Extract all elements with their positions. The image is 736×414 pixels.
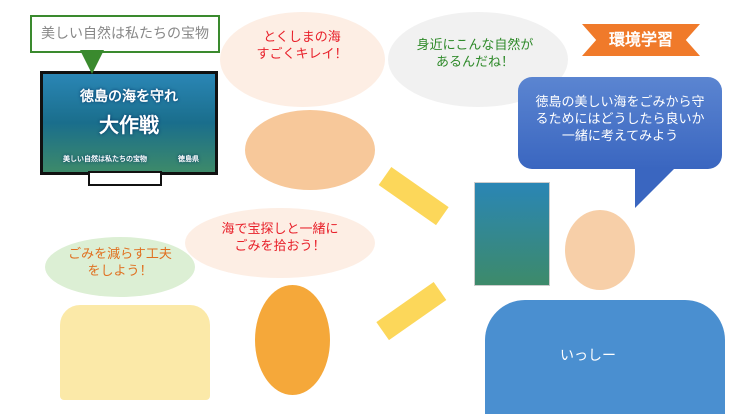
- tv-stand: [88, 171, 162, 186]
- badge-label: 環境学習: [608, 30, 673, 49]
- line: すごくキレイ！: [256, 46, 348, 62]
- line: をしよう！: [87, 263, 153, 279]
- arrow-left: [376, 281, 447, 341]
- tv-issuer: 徳島県: [178, 155, 199, 163]
- booklet: [474, 182, 550, 286]
- tv-callout: 美しい自然は私たちの宝物: [30, 15, 220, 53]
- line: ごみを減らす工夫: [68, 247, 172, 262]
- bubble-treasure: [185, 208, 375, 278]
- line: とくしまの海: [263, 30, 341, 45]
- line: 徳島の美しい海をごみから守: [535, 95, 705, 110]
- badge-ribbon: [582, 24, 700, 56]
- bubble-teacher: 徳島の美しい海をごみから守るためにはどうしたら良いか一緒に考えてみよう: [518, 77, 722, 169]
- bubble-reduce-text: ごみを減らす工夫をしよう！: [55, 247, 185, 281]
- kids-illustration: [245, 110, 375, 190]
- line: あるんだね！: [435, 54, 514, 70]
- bubble-reduce: [45, 237, 195, 297]
- tv-subtitle: 大作戦: [99, 113, 159, 138]
- line: ごみを拾おう！: [234, 238, 326, 254]
- teacher-name: いっしー: [560, 348, 616, 364]
- tv-title: 徳島の海を守れ: [80, 89, 178, 105]
- bubble-boy-text: 身近にこんな自然があるんだね！: [395, 38, 555, 72]
- tv-screen: 徳島の海を守れ 大作戦 美しい自然は私たちの宝物 徳島県: [40, 71, 218, 175]
- bubble-treasure-text: 海で宝探しと一緒にごみを拾おう！: [195, 222, 365, 256]
- line: 一緒に考えてみよう: [561, 128, 679, 144]
- line: 身近にこんな自然が: [416, 38, 534, 53]
- arrow-right: [378, 166, 449, 226]
- teacher-head: [565, 210, 635, 290]
- callout-pointer: [80, 50, 104, 74]
- line: 海で宝探しと一緒に: [221, 222, 339, 237]
- bubble-girl-text: とくしまの海すごくキレイ！: [222, 30, 382, 64]
- trash-kid-illustration: [255, 285, 330, 395]
- picnic-kids-illustration: [60, 305, 210, 400]
- teacher-body: [485, 300, 725, 414]
- line: るためにはどうしたら良いか: [535, 111, 705, 127]
- tv-tagline: 美しい自然は私たちの宝物: [63, 155, 147, 163]
- bubble-teacher-tail: [635, 168, 675, 208]
- bubble-girl: [220, 12, 385, 107]
